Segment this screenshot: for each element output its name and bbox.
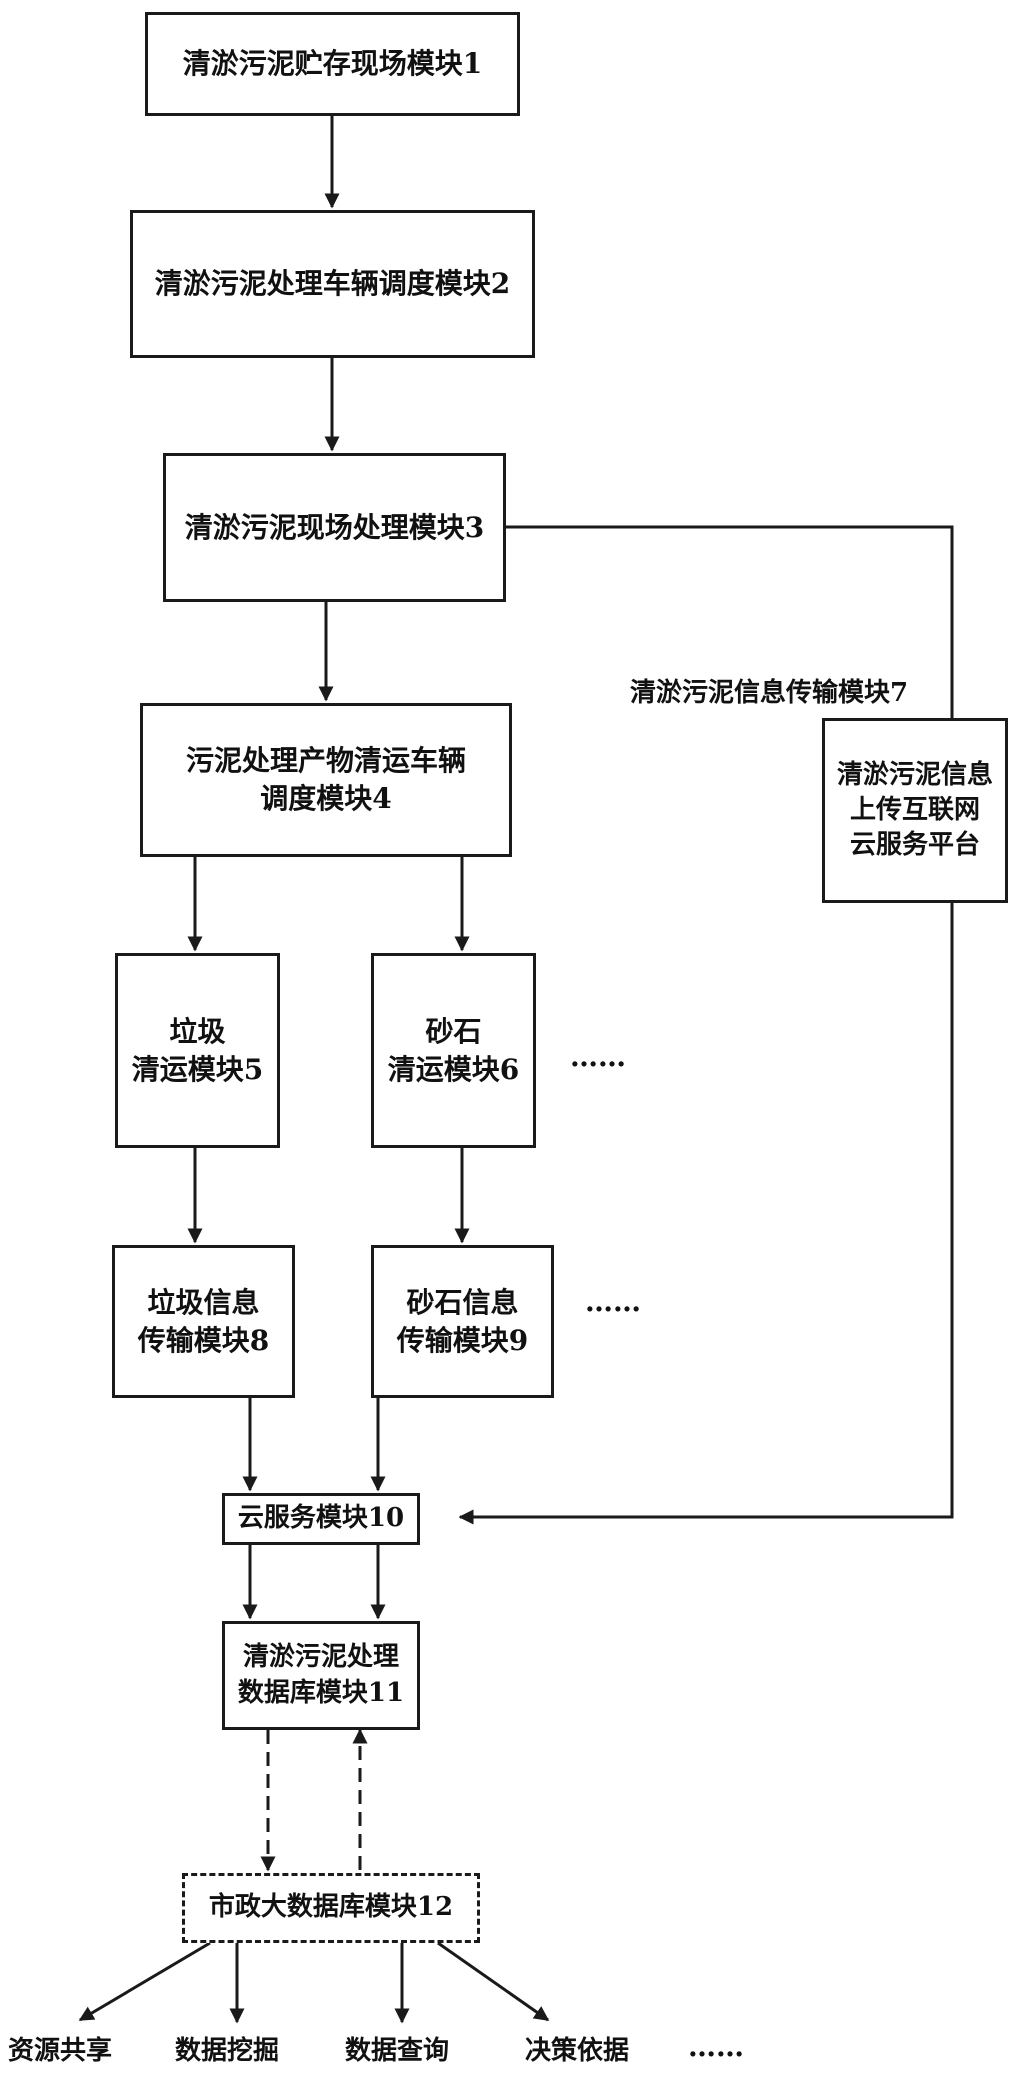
- module-2-label: 清淤污泥处理车辆调度模块2: [154, 267, 511, 301]
- module-7-label: 清淤污泥信息传输模块7: [630, 678, 909, 708]
- module-1-label: 清淤污泥贮存现场模块1: [182, 47, 483, 81]
- module-2-box: 清淤污泥处理车辆调度模块2: [130, 210, 535, 358]
- ellipsis-row1: ……: [570, 1040, 626, 1073]
- arrow-12-to-output-1: [78, 1941, 211, 2022]
- module-6-box: 砂石 清运模块6: [371, 953, 536, 1148]
- module-6-label-line1: 砂石: [425, 1014, 482, 1048]
- module-12-label: 市政大数据库模块12: [208, 1892, 454, 1923]
- module-7-box: 清淤污泥信息 上传互联网 云服务平台: [822, 718, 1008, 903]
- ellipsis-row2: ……: [585, 1285, 641, 1318]
- module-4-label-line2: 调度模块4: [260, 782, 392, 815]
- module-11-label-line2: 数据库模块11: [237, 1677, 405, 1708]
- module-11-box: 清淤污泥处理 数据库模块11: [222, 1621, 420, 1730]
- module-4-label-line1: 污泥处理产物清运车辆: [185, 744, 466, 778]
- module-9-label-line2: 传输模块9: [396, 1323, 529, 1357]
- module-10-box: 云服务模块10: [222, 1493, 420, 1545]
- arrow-7-to-10: [458, 903, 954, 1525]
- module-3-label: 清淤污泥现场处理模块3: [184, 510, 485, 544]
- output-resource-sharing: 资源共享: [8, 2036, 113, 2066]
- module-10-label: 云服务模块10: [237, 1503, 405, 1534]
- module-8-label-line2: 传输模块8: [137, 1323, 270, 1357]
- output-decision-basis: 决策依据: [525, 2036, 630, 2066]
- module-11-label-line1: 清淤污泥处理: [242, 1642, 399, 1673]
- module-7-box-line3: 云服务平台: [849, 830, 980, 861]
- module-7-box-line1: 清淤污泥信息: [836, 759, 993, 790]
- output-data-query: 数据查询: [345, 2036, 450, 2066]
- module-8-label-line1: 垃圾信息: [147, 1285, 260, 1319]
- connector-3-to-7: [506, 525, 954, 718]
- module-9-box: 砂石信息 传输模块9: [371, 1245, 554, 1398]
- module-8-box: 垃圾信息 传输模块8: [112, 1245, 295, 1398]
- ellipsis-row3: ……: [688, 2030, 744, 2063]
- module-5-box: 垃圾 清运模块5: [115, 953, 280, 1148]
- module-9-label-line1: 砂石信息: [406, 1285, 519, 1319]
- module-5-label-line2: 清运模块5: [131, 1052, 264, 1086]
- output-data-mining: 数据挖掘: [175, 2036, 280, 2066]
- arrow-12-to-output-4: [437, 1941, 550, 2022]
- module-6-label-line2: 清运模块6: [387, 1052, 520, 1086]
- module-5-label-line1: 垃圾: [169, 1014, 226, 1048]
- module-1-box: 清淤污泥贮存现场模块1: [145, 12, 520, 116]
- module-7-box-line2: 上传互联网: [849, 794, 980, 825]
- module-4-box: 污泥处理产物清运车辆 调度模块4: [140, 703, 512, 857]
- module-12-box: 市政大数据库模块12: [182, 1873, 480, 1943]
- module-3-box: 清淤污泥现场处理模块3: [163, 453, 506, 602]
